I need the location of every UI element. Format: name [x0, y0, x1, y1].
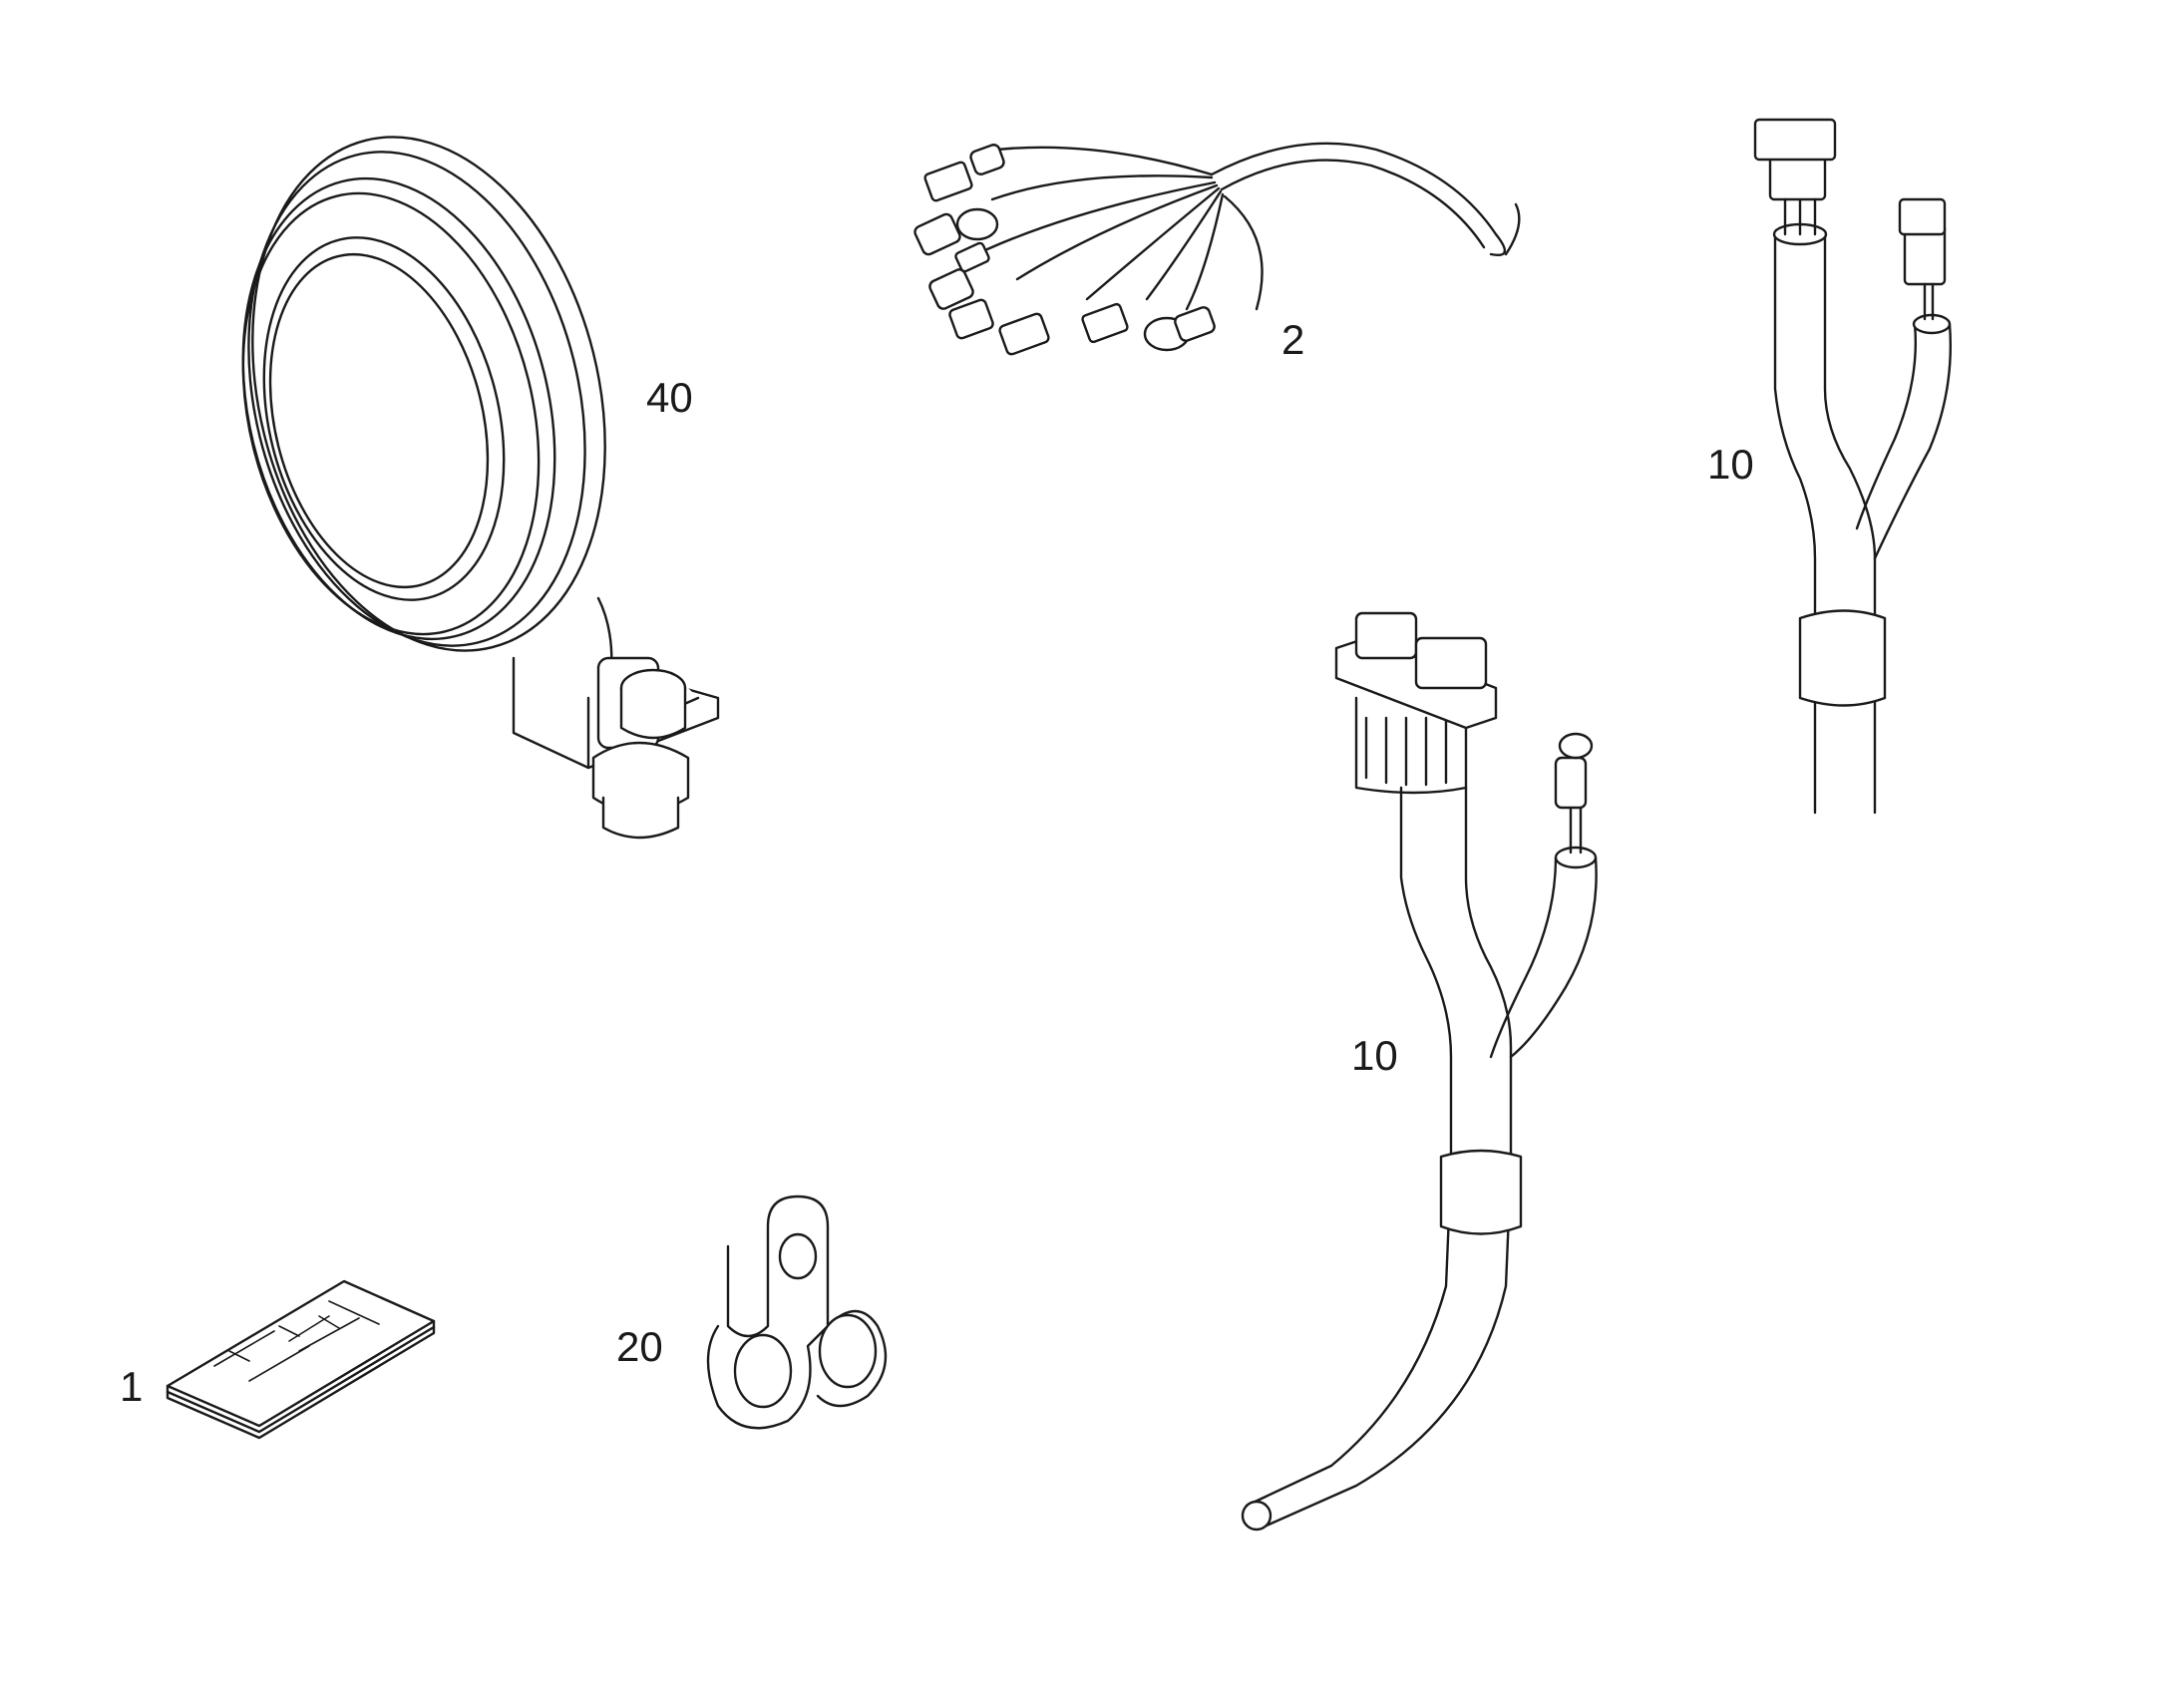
work-lamp — [241, 136, 720, 840]
callout-harness: 2 — [1281, 316, 1305, 363]
callout-lamp: 40 — [646, 374, 693, 421]
cable-top-right — [1753, 118, 1953, 815]
wiring-harness — [913, 142, 1521, 356]
callout-plan: 1 — [120, 1363, 144, 1410]
cable-clamp — [706, 1195, 888, 1430]
callout-cable-center: 10 — [1351, 1032, 1398, 1079]
cable-center — [1241, 611, 1598, 1532]
callout-cable-top-right: 10 — [1707, 441, 1754, 488]
connector-icon — [913, 144, 1216, 356]
wiring-plan-document — [166, 1279, 436, 1440]
callout-clamp: 20 — [616, 1323, 663, 1370]
